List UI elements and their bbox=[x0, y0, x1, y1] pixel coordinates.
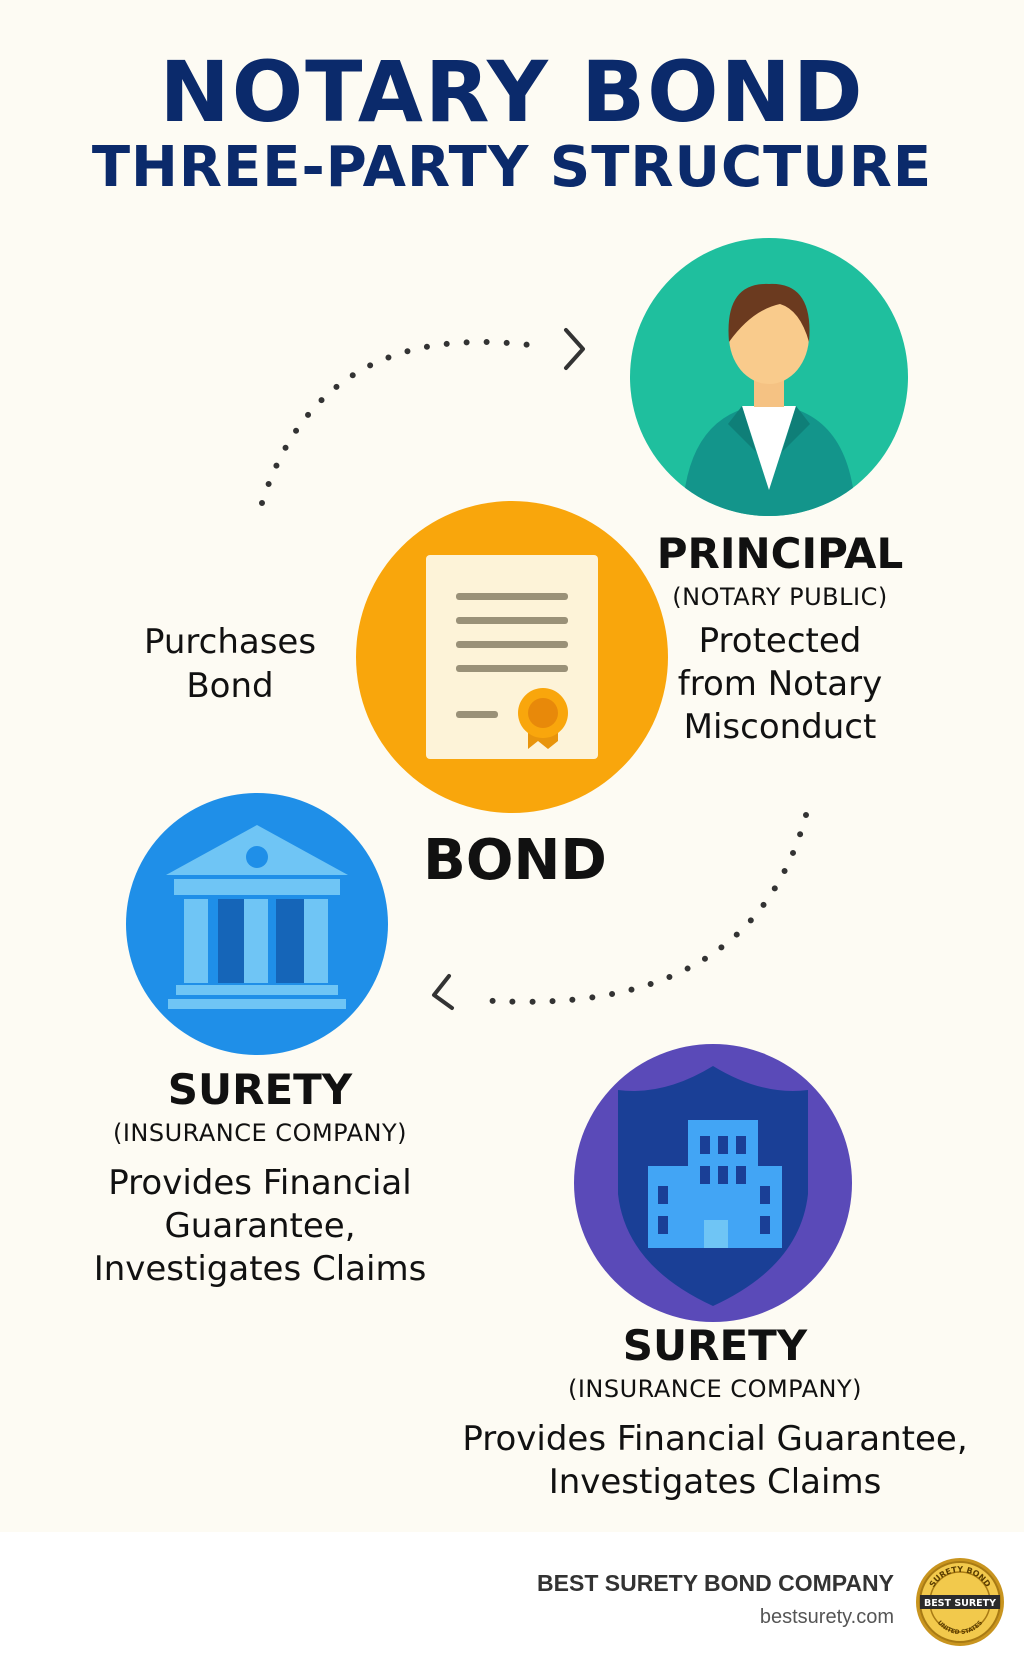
person-icon bbox=[630, 238, 908, 516]
surety-right-role: (INSURANCE COMPANY) bbox=[567, 1375, 862, 1403]
surety-left-desc-line2: Guarantee, bbox=[164, 1206, 356, 1246]
seal-center-text: BEST SURETY bbox=[924, 1598, 996, 1609]
principal-label: PRINCIPAL (NOTARY PUBLIC) Protected from… bbox=[630, 528, 930, 749]
arrow-head-left-icon bbox=[432, 974, 454, 1010]
footer bbox=[0, 1532, 1024, 1666]
dotted-arc-bottom bbox=[477, 812, 809, 1005]
surety-right-desc-line2: Investigates Claims bbox=[548, 1462, 882, 1502]
company-name: BEST SURETY BOND COMPANY bbox=[537, 1570, 894, 1596]
surety-left-label: SURETY (INSURANCE COMPANY) Provides Fina… bbox=[70, 1064, 450, 1291]
surety-left-desc-line1: Provides Financial bbox=[108, 1163, 412, 1203]
bank-building-icon bbox=[126, 793, 388, 1055]
principal-role: (NOTARY PUBLIC) bbox=[672, 583, 888, 611]
bond-heading: BOND bbox=[423, 828, 607, 893]
dotted-arrow-purchase bbox=[259, 328, 809, 1010]
principal-heading: PRINCIPAL bbox=[656, 529, 904, 578]
dotted-arc-top bbox=[259, 339, 533, 506]
flow-label-line1: Purchases bbox=[143, 622, 317, 662]
infographic-canvas: NOTARY BOND THREE-PARTY STRUCTURE bbox=[0, 0, 1024, 1532]
company-url[interactable]: bestsurety.com bbox=[759, 1606, 894, 1628]
principal-desc-line1: Protected bbox=[698, 621, 862, 661]
surety-left-heading: SURETY bbox=[167, 1065, 353, 1114]
shield-office-icon bbox=[574, 1044, 852, 1322]
flow-label: Purchases Bond bbox=[120, 620, 340, 708]
arrow-head-right-icon bbox=[564, 328, 585, 370]
principal-desc-line2: from Notary bbox=[677, 664, 883, 704]
principal-desc-line3: Misconduct bbox=[683, 707, 877, 747]
surety-left-role: (INSURANCE COMPANY) bbox=[112, 1119, 407, 1147]
surety-left-desc-line3: Investigates Claims bbox=[93, 1249, 427, 1289]
surety-right-desc-line1: Provides Financial Guarantee, bbox=[462, 1419, 968, 1459]
page-title: NOTARY BOND bbox=[159, 43, 865, 141]
certificate-icon bbox=[356, 501, 668, 813]
surety-right-label: SURETY (INSURANCE COMPANY) Provides Fina… bbox=[450, 1320, 980, 1504]
flow-label-line2: Bond bbox=[186, 666, 274, 706]
seal-badge-icon: SURETY BOND BEST SURETY UNITED STATES bbox=[916, 1558, 1004, 1646]
page-subtitle: THREE-PARTY STRUCTURE bbox=[91, 135, 933, 200]
surety-right-heading: SURETY bbox=[622, 1321, 808, 1370]
